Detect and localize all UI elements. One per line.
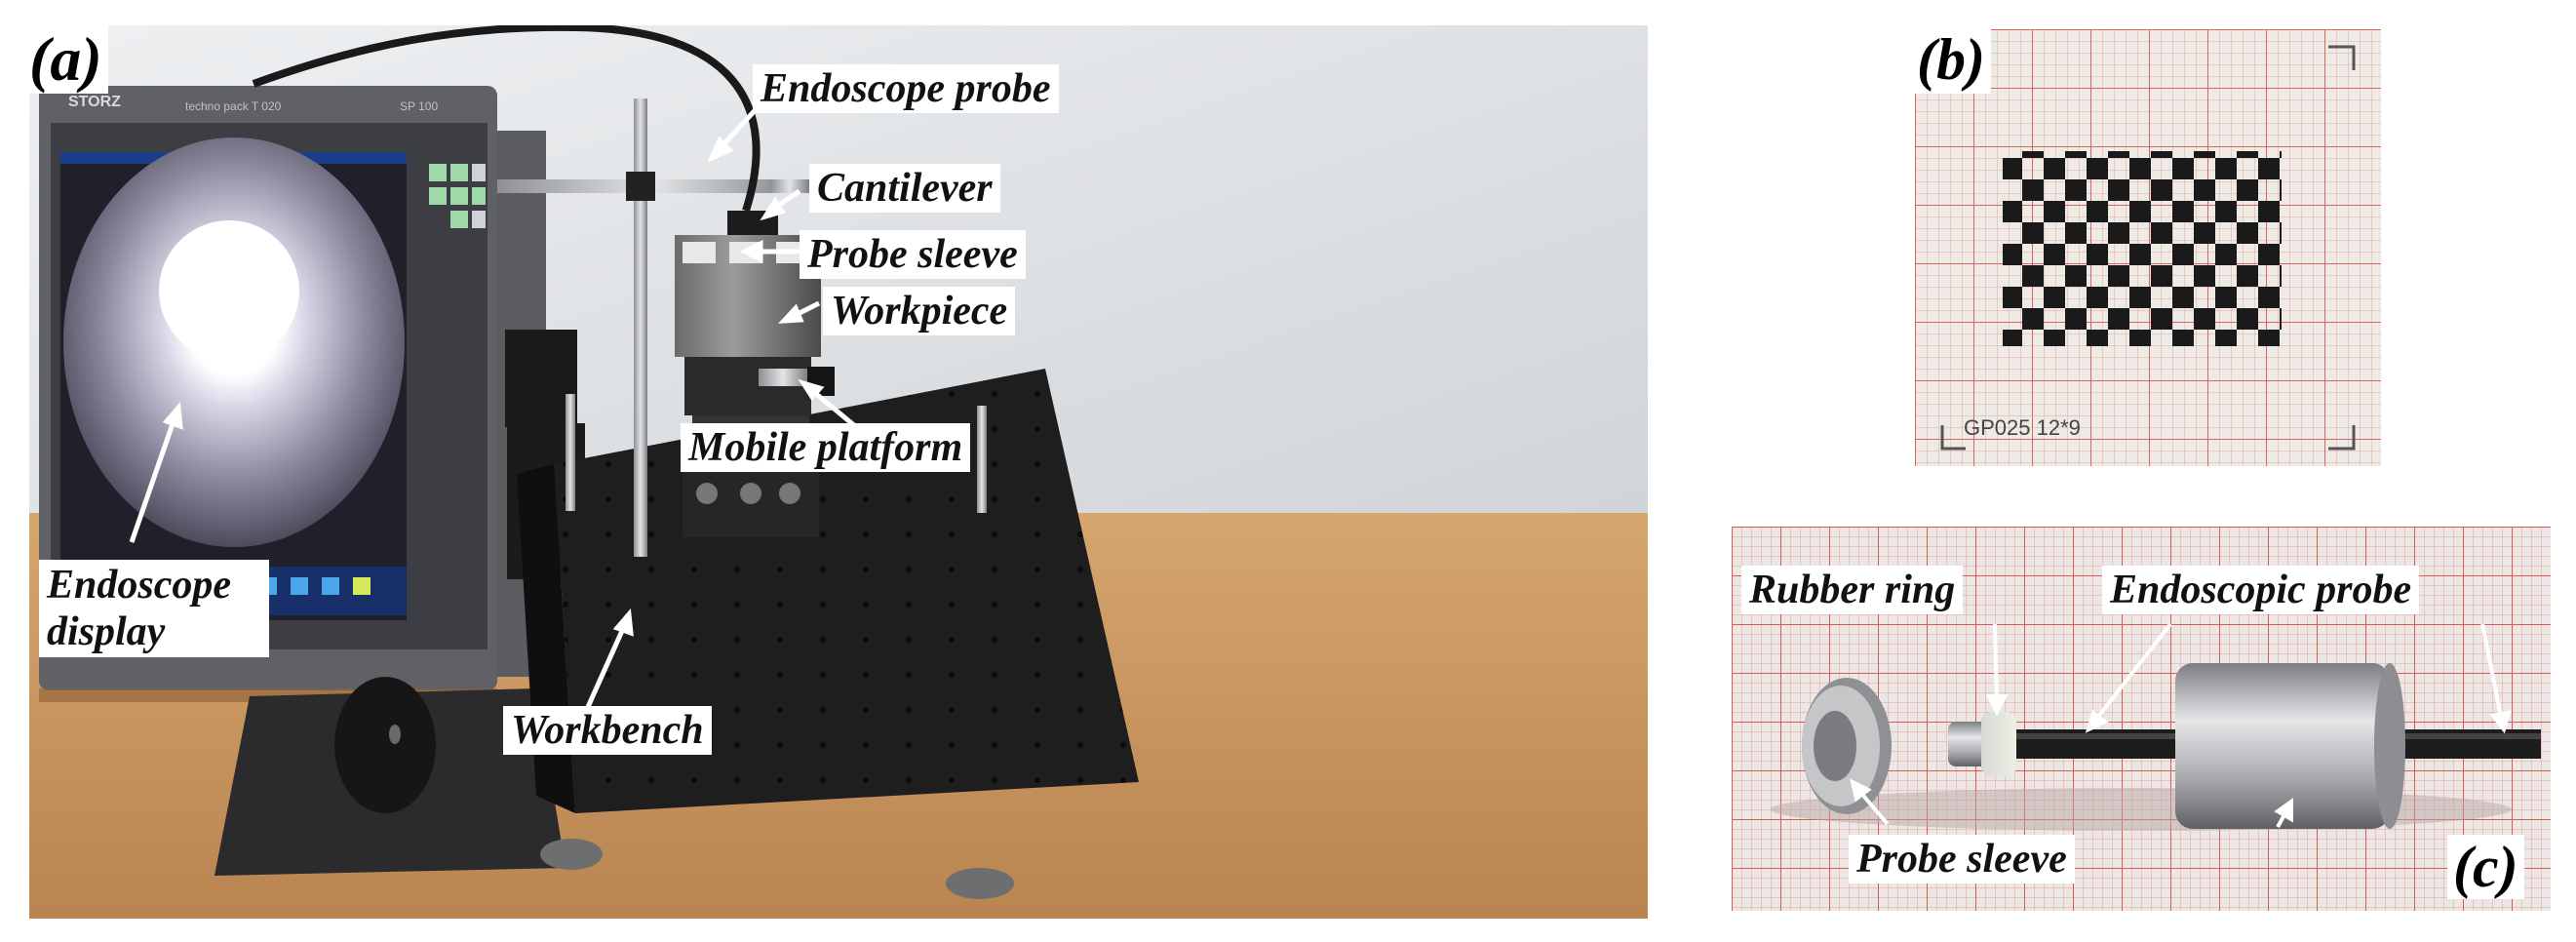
panel-c: Rubber ring Endoscopic probe Probe sleev… [1732, 527, 2551, 911]
label-endoscope-display: Endoscope display [39, 560, 269, 657]
panel-a: (a) Endoscope probe Cantilever Probe sle… [29, 25, 1648, 919]
monitor-code: SP 100 [400, 99, 439, 113]
panel-b-tag: (b) [1915, 29, 1991, 94]
panel-a-photo [29, 25, 1648, 919]
label-probe-sleeve: Probe sleeve [800, 230, 1026, 279]
panel-a-tag: (a) [29, 25, 108, 94]
label-endoscopic-probe: Endoscopic probe [2102, 566, 2420, 614]
checkerboard-marking: GP025 12*9 [1964, 415, 2081, 440]
panel-b-photo [1915, 29, 2381, 466]
label-mobile-platform: Mobile platform [681, 423, 971, 472]
label-endoscope-probe: Endoscope probe [753, 64, 1059, 113]
label-cantilever: Cantilever [809, 164, 1000, 213]
panel-c-tag: (c) [2447, 835, 2524, 899]
monitor-model: techno pack T 020 [185, 99, 282, 113]
label-probe-sleeve-c: Probe sleeve [1849, 835, 2075, 883]
label-workbench: Workbench [503, 706, 712, 755]
label-workpiece: Workpiece [823, 287, 1016, 335]
monitor-brand: STORZ [68, 94, 121, 110]
label-rubber-ring: Rubber ring [1741, 566, 1964, 614]
panel-b: GP025 12*9 (b) [1915, 29, 2381, 466]
